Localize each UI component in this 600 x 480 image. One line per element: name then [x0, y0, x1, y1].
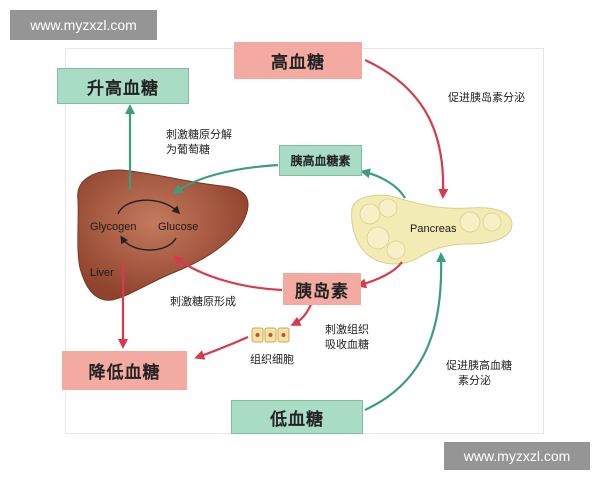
- low-glucose-box: 低血糖: [231, 400, 363, 434]
- promote-glucagon-label: 促进胰高血糖 素分泌: [446, 358, 512, 388]
- pancreas-to-insulin-arrow: [356, 261, 403, 289]
- raise-glucose-box: 升高血糖: [57, 68, 189, 104]
- tissue-uptake-line2: 吸收血糖: [325, 338, 369, 351]
- glycogenolysis-label: 刺激糖原分解 为葡萄糖: [166, 127, 232, 157]
- glycogen-to-glucose-arrow: [117, 199, 181, 215]
- low-glucose-to-pancreas-arrow: [364, 252, 447, 411]
- tissue-uptake-label: 刺激组织 吸收血糖: [325, 322, 369, 352]
- promote-glucagon-line1: 促进胰高血糖: [446, 359, 512, 372]
- glucagon-to-liver-arrow: [172, 163, 279, 195]
- glycogen-label: Glycogen: [90, 221, 136, 233]
- tissue-cells-shape: [251, 327, 290, 343]
- high-glucose-to-pancreas-arrow: [364, 59, 449, 199]
- glycogenolysis-line2: 为葡萄糖: [166, 143, 210, 156]
- promote-glucagon-line2: 素分泌: [458, 374, 491, 387]
- glucose-label: Glucose: [158, 221, 198, 233]
- glycogenesis-label: 刺激糖原形成: [170, 295, 236, 308]
- watermark-bottom: www.myzxzl.com: [444, 442, 590, 470]
- glucose-to-glycogen-arrow: [120, 235, 177, 251]
- liver-label: Liver: [90, 267, 114, 279]
- glucagon-box: 胰高血糖素: [279, 145, 362, 176]
- high-glucose-box: 高血糖: [234, 42, 362, 79]
- tissue-uptake-line1: 刺激组织: [325, 323, 369, 336]
- pancreas-label: Pancreas: [410, 223, 457, 235]
- pancreas-shape: [351, 194, 513, 265]
- glycogenolysis-line1: 刺激糖原分解: [166, 128, 232, 141]
- liver-shape: [77, 169, 249, 301]
- insulin-to-liver-arrow: [172, 255, 283, 292]
- tissue-to-lower-glucose-arrow: [194, 335, 249, 360]
- tissue-cells-label: 组织细胞: [250, 353, 294, 366]
- watermark-top: www.myzxzl.com: [10, 10, 157, 40]
- insulin-box: 胰岛素: [283, 273, 361, 305]
- promote-insulin-label: 促进胰岛素分泌: [448, 91, 525, 104]
- insulin-to-tissue-arrow: [290, 301, 314, 326]
- pancreas-to-glucagon-arrow: [360, 168, 406, 199]
- lower-glucose-box: 降低血糖: [62, 351, 187, 390]
